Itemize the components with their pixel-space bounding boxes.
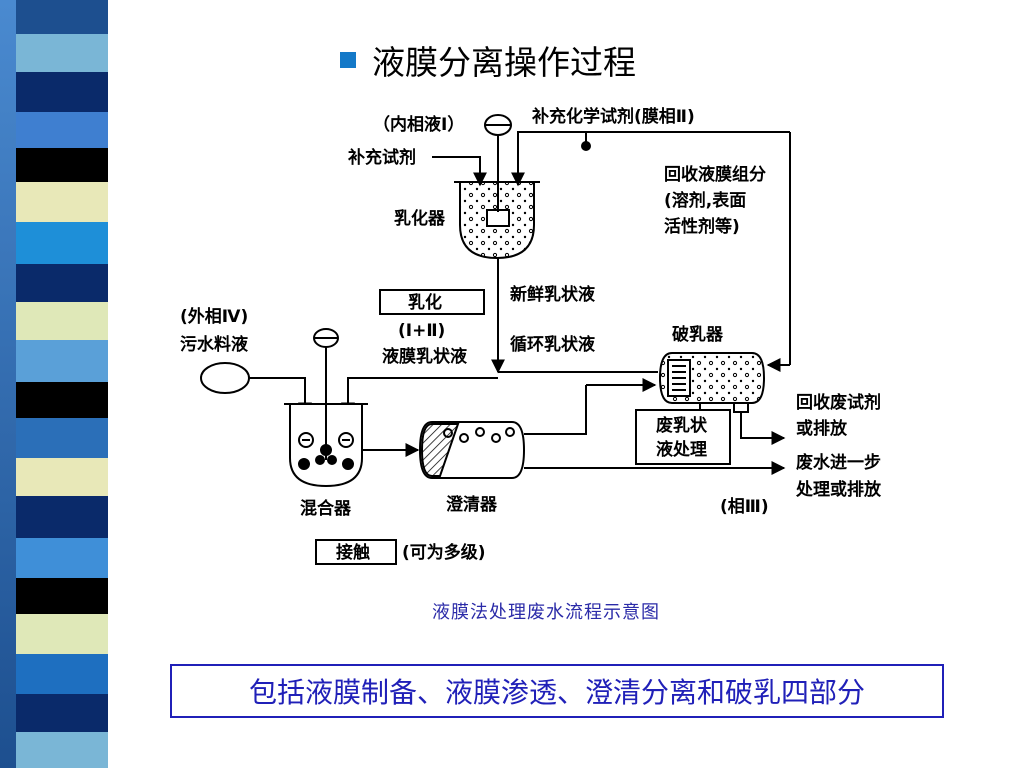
wastewater-tank-icon [200,362,250,394]
label-waste-emulsion-line2: 液处理 [656,439,707,460]
label-add-reagent: 补充试剂 [347,147,416,168]
diagram-caption: 液膜法处理废水流程示意图 [432,602,660,623]
summary-box: 包括液膜制备、液膜渗透、澄清分离和破乳四部分 [170,664,944,718]
chemical-feed-line [511,131,790,187]
mixer-vessel [284,328,368,488]
label-recycle-emulsion: 循环乳状液 [510,334,595,355]
label-membrane-emulsion: 液膜乳状液 [382,346,467,367]
label-contact: 接触 [336,542,370,563]
label-multistage: (可为多级) [402,542,486,563]
label-recover-line3: 活性剂等) [664,216,740,237]
settler-vessel [418,421,526,479]
emulsifier-vessel [454,130,540,260]
demulsifier-vessel [658,352,766,413]
label-wastewater-feed: 污水料液 [180,334,248,355]
internal-phase-stirrer [484,114,512,136]
label-demulsifier: 破乳器 [672,324,724,345]
label-waste-emulsion-line1: 废乳状 [656,415,708,436]
label-external-phase: (外相Ⅳ) [180,306,248,327]
contact-box [315,539,397,565]
label-add-chemical: 补充化学试剂(膜相Ⅱ) [531,106,695,127]
settler-emulsion-out-line [524,385,587,435]
summary-text: 包括液膜制备、液膜渗透、澄清分离和破乳四部分 [248,676,865,709]
label-recover-waste-line1: 回收废试剂 [796,392,881,413]
label-emulsifier: 乳化器 [394,208,446,229]
label-recover-line2: (溶剂,表面 [664,190,746,211]
side-decoration-strip [0,0,108,768]
feed-valve-icon [581,141,591,151]
slide-title: 液膜分离操作过程 [372,43,636,82]
slide-title-row: 液膜分离操作过程 [340,38,636,82]
label-settler: 澄清器 [446,494,498,515]
label-recover-waste-line2: 或排放 [796,418,848,439]
waste-emulsion-box [635,409,731,465]
label-emulsify: 乳化 [408,292,442,313]
label-phase3: (相Ⅲ) [720,496,769,517]
label-recover-line1: 回收液膜组分 [664,164,766,185]
emulsify-box [379,289,485,315]
label-mixer: 混合器 [300,498,352,519]
label-wastewater-line2: 处理或排放 [795,479,882,500]
label-internal-phase: （内相液Ⅰ） [373,114,464,135]
square-bullet-icon [340,52,356,68]
label-fresh-emulsion: 新鲜乳状液 [510,284,595,305]
wastewater-feed-line [244,377,312,417]
reagent-feed-line [432,156,487,187]
label-emulsion-phases: (Ⅰ+Ⅱ) [398,321,445,341]
label-wastewater-line1: 废水进一步 [796,452,881,473]
emulsion-to-mixer-line [341,377,498,417]
waste-reagent-out-line [740,412,786,445]
